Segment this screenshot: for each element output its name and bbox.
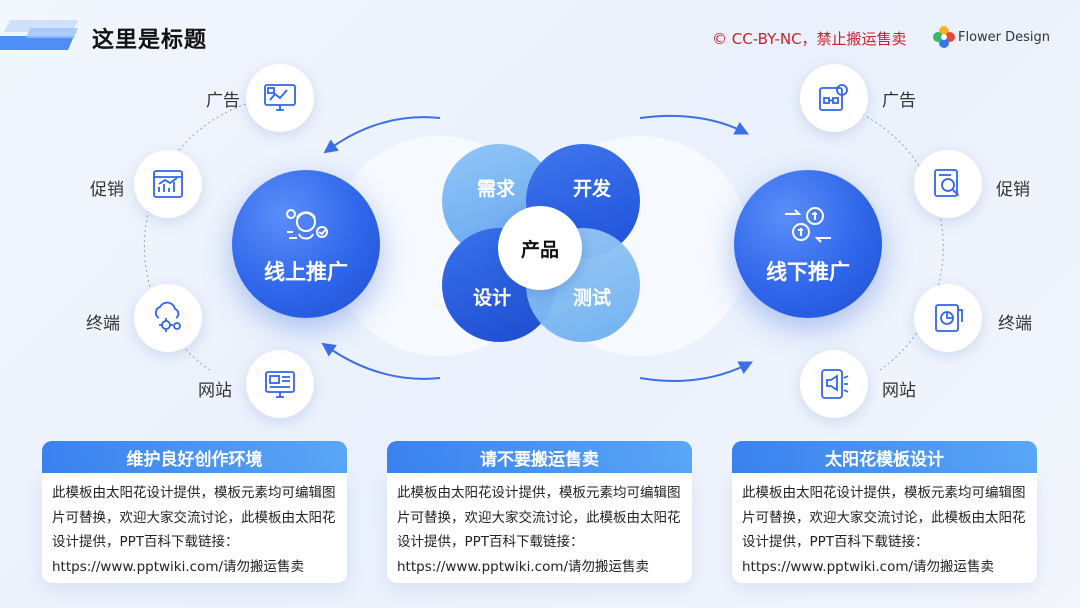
marketing-person-icon bbox=[286, 209, 328, 240]
page-title: 这里是标题 bbox=[92, 28, 208, 53]
right-promo-icon-circle bbox=[914, 150, 982, 218]
money-exchange-icon bbox=[785, 207, 831, 243]
card-1-title: 维护良好创作环境 bbox=[42, 441, 347, 473]
right-label-terminal: 终端 bbox=[998, 314, 1032, 334]
card-2: 请不要搬运售卖 此模板由太阳花设计提供，模板元素均可编辑图片可替换，欢迎大家交流… bbox=[387, 441, 692, 583]
card-2-title: 请不要搬运售卖 bbox=[387, 441, 692, 473]
megaphone-icon bbox=[821, 369, 849, 399]
left-terminal-icon-circle bbox=[134, 284, 202, 352]
right-ad-icon-circle bbox=[800, 64, 868, 132]
petal-demand-label: 需求 bbox=[476, 177, 515, 200]
flow-gear-icon bbox=[819, 84, 848, 111]
tablet-pie-icon bbox=[935, 304, 963, 332]
online-promotion-label: 线上推广 bbox=[264, 260, 348, 284]
left-label-terminal: 终端 bbox=[86, 314, 120, 334]
logo-stripes-icon bbox=[0, 20, 78, 50]
left-label-promo: 促销 bbox=[90, 180, 124, 200]
core-product: 产品 bbox=[498, 206, 582, 290]
offline-promotion-hub: 线下推广 bbox=[734, 170, 882, 318]
monitor-chart-icon bbox=[264, 84, 296, 111]
card-1-text: 此模板由太阳花设计提供，模板元素均可编辑图片可替换，欢迎大家交流讨论，此模板由太… bbox=[42, 473, 347, 583]
browser-chart-icon bbox=[153, 170, 183, 198]
search-document-icon bbox=[934, 169, 960, 197]
card-3: 太阳花模板设计 此模板由太阳花设计提供，模板元素均可编辑图片可替换，欢迎大家交流… bbox=[732, 441, 1037, 583]
card-3-text: 此模板由太阳花设计提供，模板元素均可编辑图片可替换，欢迎大家交流讨论，此模板由太… bbox=[732, 473, 1037, 583]
brand-name: Flower Design bbox=[958, 30, 1051, 45]
right-label-promo: 促销 bbox=[996, 180, 1030, 200]
core-product-label: 产品 bbox=[520, 238, 559, 261]
left-website-icon-circle bbox=[246, 350, 314, 418]
left-label-website: 网站 bbox=[198, 381, 232, 401]
petal-design-label: 设计 bbox=[472, 286, 511, 309]
right-label-website: 网站 bbox=[882, 381, 916, 401]
left-ad-icon-circle bbox=[246, 64, 314, 132]
offline-promotion-label: 线下推广 bbox=[766, 260, 850, 284]
flower-logo-icon bbox=[933, 26, 955, 48]
cloud-gear-icon bbox=[154, 301, 181, 332]
petal-develop-label: 开发 bbox=[572, 177, 611, 200]
left-promo-icon-circle bbox=[134, 150, 202, 218]
card-1: 维护良好创作环境 此模板由太阳花设计提供，模板元素均可编辑图片可替换，欢迎大家交… bbox=[42, 441, 347, 583]
online-promotion-hub: 线上推广 bbox=[232, 170, 380, 318]
right-label-ad: 广告 bbox=[882, 91, 916, 111]
website-icon bbox=[265, 371, 295, 398]
card-2-text: 此模板由太阳花设计提供，模板元素均可编辑图片可替换，欢迎大家交流讨论，此模板由太… bbox=[387, 473, 692, 583]
card-3-title: 太阳花模板设计 bbox=[732, 441, 1037, 473]
petal-test-label: 测试 bbox=[572, 286, 611, 309]
left-label-ad: 广告 bbox=[206, 91, 240, 111]
copyright-notice: © CC-BY-NC，禁止搬运售卖 bbox=[712, 30, 907, 48]
right-terminal-icon-circle bbox=[914, 284, 982, 352]
right-website-icon-circle bbox=[800, 350, 868, 418]
